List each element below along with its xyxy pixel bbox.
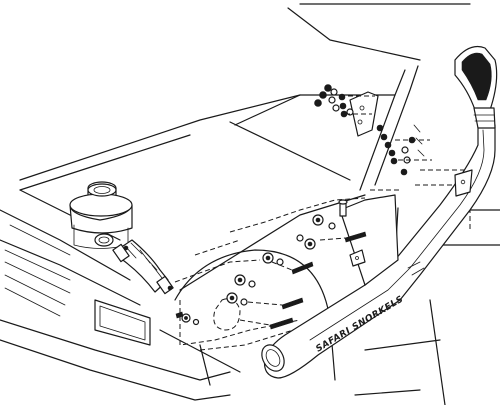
ram-air-head	[454, 45, 498, 129]
fender-fasteners	[175, 199, 367, 330]
inlet-hose	[112, 239, 174, 295]
snorkel-body: SAFARI SNORKELS	[261, 124, 496, 379]
bracket-fasteners	[314, 84, 432, 176]
pillar-bracket	[349, 91, 473, 197]
air-cleaner-housing	[69, 181, 133, 249]
